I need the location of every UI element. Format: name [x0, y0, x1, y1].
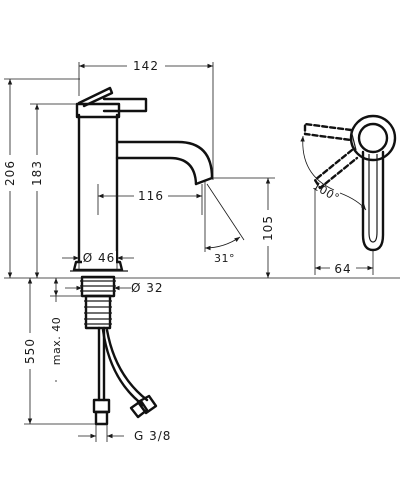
label-206: 206	[3, 160, 17, 186]
dim-height-spout: 183	[27, 103, 77, 278]
dim-body-diameter: Ø 46	[62, 250, 134, 270]
label-64: 64	[334, 262, 351, 276]
dim-spout-angle: 31°	[204, 180, 245, 265]
dim-spout-height: 105	[210, 177, 278, 278]
dim-hose-length: 550	[20, 278, 100, 425]
label-diameter-46: Ø 46	[83, 251, 116, 265]
label-105: 105	[261, 215, 275, 241]
dim-side-depth: 64	[314, 188, 374, 276]
label-116: 116	[138, 189, 164, 203]
dim-thread-diameter: Ø 32	[65, 281, 164, 295]
label-550: 550	[23, 338, 37, 364]
label-31-deg: 31°	[214, 252, 235, 265]
faucet-front-view	[70, 86, 214, 426]
label-g38: G 3/8	[134, 429, 171, 443]
label-142: 142	[133, 59, 159, 73]
dim-max-thickness: max. 40	[47, 278, 82, 382]
dim-reach: 116	[97, 184, 203, 215]
dim-lever-angle: 100°	[300, 135, 367, 211]
label-max-40: max. 40	[50, 317, 63, 365]
faucet-side-view	[303, 114, 397, 252]
label-183: 183	[30, 160, 44, 186]
label-diameter-32: Ø 32	[131, 281, 164, 295]
dim-height-total: 206	[0, 78, 400, 279]
dim-connection: G 3/8	[78, 424, 171, 443]
dim-width-total: 142	[78, 58, 214, 180]
